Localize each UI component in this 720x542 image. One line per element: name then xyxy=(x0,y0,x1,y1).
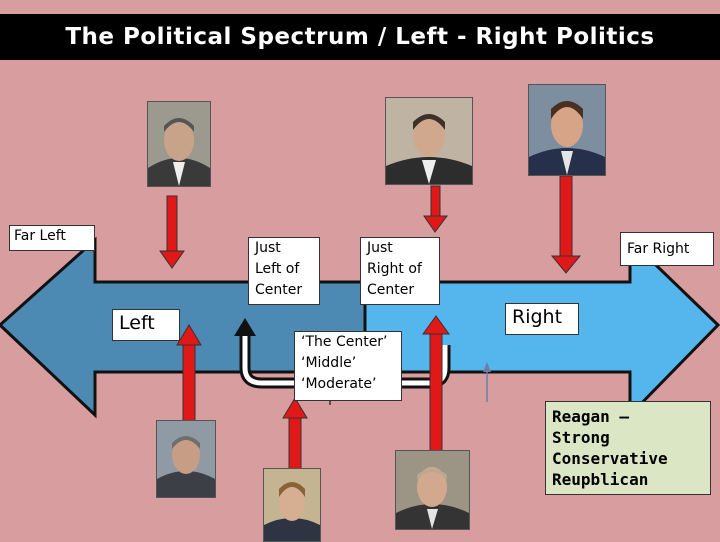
label-right: Right xyxy=(505,303,579,335)
just-right-line-3: Center xyxy=(367,282,415,298)
label-left: Left xyxy=(112,309,180,341)
just-left-line-3: Center xyxy=(255,282,303,298)
label-just-left-of-center: Just Left of Center xyxy=(248,237,320,305)
center-marker-arrowhead xyxy=(483,362,491,372)
label-far-right: Far Right xyxy=(620,232,714,266)
curved-arrow-head-left xyxy=(234,318,256,336)
note-line-4: Reupblican xyxy=(552,470,649,489)
title-bar xyxy=(0,14,720,60)
note-line-2: Strong xyxy=(552,428,610,447)
portrait-johnson xyxy=(147,101,211,187)
portrait-nixon xyxy=(385,97,473,185)
portrait-kennedy xyxy=(263,468,321,542)
label-far-left: Far Left xyxy=(9,225,95,251)
just-right-line-1: Just xyxy=(367,240,393,256)
center-line-2: ‘Middle’ xyxy=(301,355,357,371)
reagan-note: Reagan – Strong Conservative Reupblican xyxy=(545,401,711,495)
portrait-eisenhower xyxy=(395,450,470,530)
center-line-1: ‘The Center’ xyxy=(301,334,388,350)
label-center: ‘The Center’ ‘Middle’ ‘Moderate’ xyxy=(294,331,402,401)
pointer-eisenhower xyxy=(422,315,450,453)
pointer-nixon xyxy=(423,185,448,233)
just-right-line-2: Right of xyxy=(367,261,422,277)
center-line-3: ‘Moderate’ xyxy=(301,376,377,392)
page-title: The Political Spectrum / Left - Right Po… xyxy=(65,24,655,50)
just-left-line-2: Left of xyxy=(255,261,300,277)
portrait-reagan xyxy=(528,84,606,176)
pointer-reagan xyxy=(550,175,582,274)
portrait-roosevelt xyxy=(156,420,216,498)
label-just-right-of-center: Just Right of Center xyxy=(360,237,440,305)
pointer-johnson xyxy=(159,195,185,269)
note-line-1: Reagan – xyxy=(552,407,630,426)
just-left-line-1: Just xyxy=(255,240,281,256)
note-line-3: Conservative xyxy=(552,449,668,468)
